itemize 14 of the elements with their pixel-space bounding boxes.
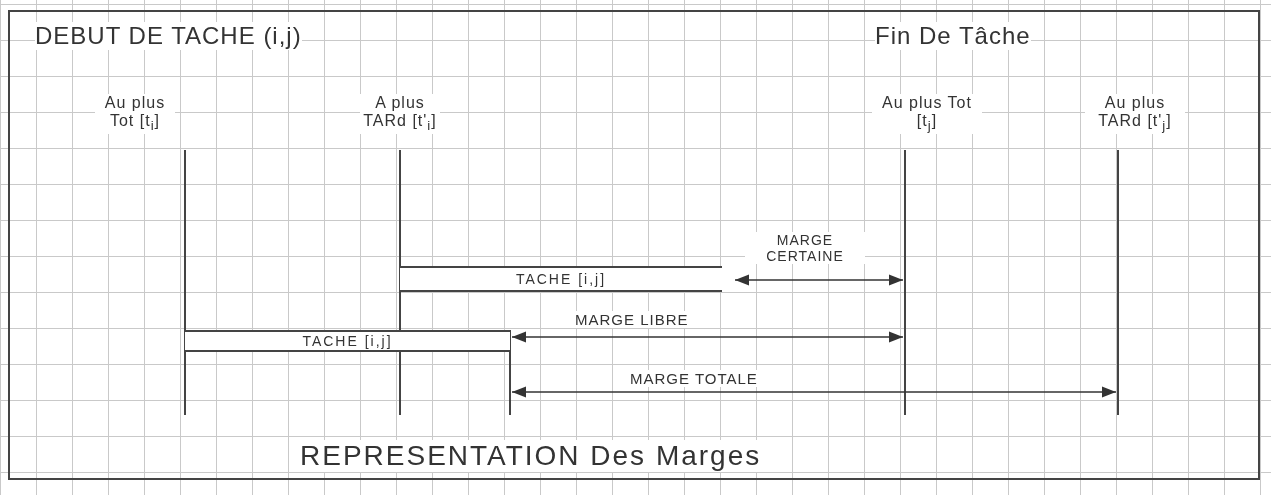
margin-label: MARGE LIBRE (575, 311, 689, 329)
task-bar (185, 330, 510, 352)
task-label: TACHE [i,j] (515, 271, 607, 287)
section-heading: Fin De Tâche (875, 22, 1031, 50)
margin-label: MARGE CERTAINE (745, 232, 865, 265)
margin-label: MARGE TOTALE (630, 370, 758, 388)
time-heading: A plus TARd [t'$_{i}$] (360, 94, 440, 134)
section-heading: DEBUT DE TACHE (i,j) (35, 22, 302, 50)
caption: REPRESENTATION Des Marges (300, 440, 762, 473)
time-heading: Au plus Tot [t$_{j}$] (872, 94, 982, 134)
time-heading: Au plus Tot [t$_{i}$] (95, 94, 175, 134)
task-label: TACHE [i,j] (302, 333, 393, 349)
task-bar (400, 266, 722, 292)
time-heading: Au plus TARd [t'$_{j}$] (1085, 94, 1185, 134)
